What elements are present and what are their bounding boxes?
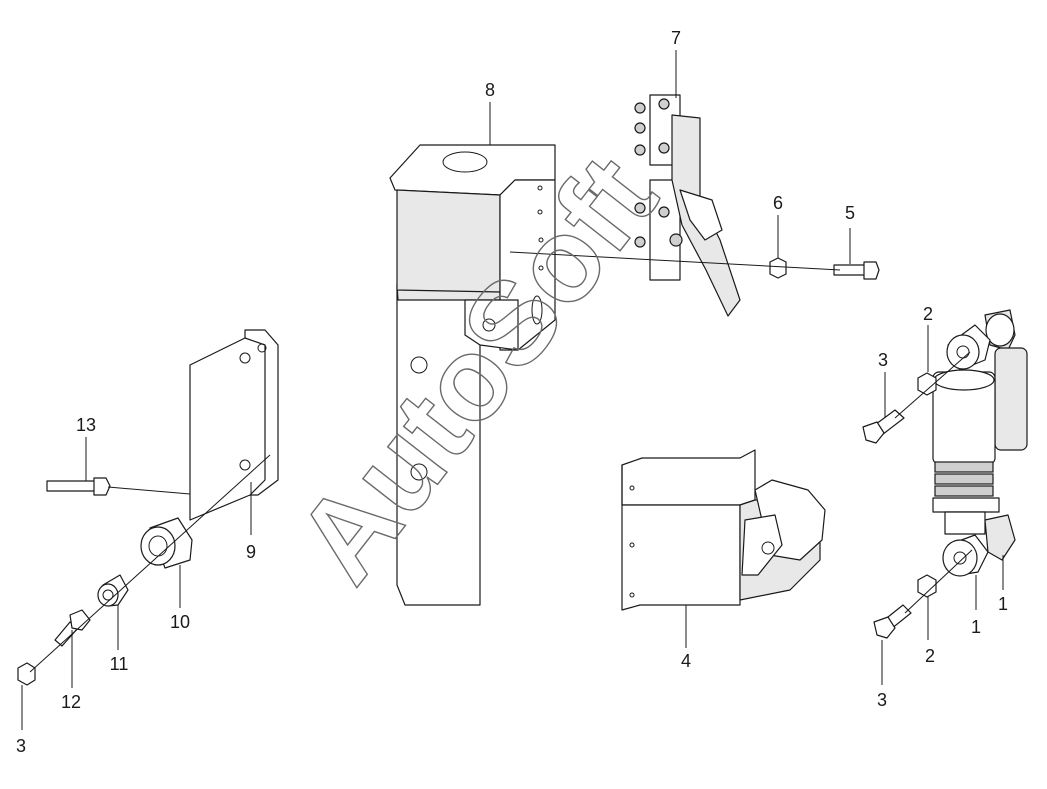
callout-6: 6 [773,193,783,213]
part-6-nut [769,257,787,279]
part-5-bolt [833,261,880,280]
part-3-bolt-lower [873,604,912,639]
callout-3-upper: 3 [878,350,888,370]
part-4-bracket [621,449,826,611]
leader-lines [21,50,1004,730]
part-3-bolt-upper [862,409,905,444]
part-10-bushing [140,517,193,569]
part-8-bracket [389,144,556,606]
callout-10: 10 [170,612,190,632]
callout-11: 11 [110,654,129,674]
callout-1-right: 1 [998,594,1008,614]
assembly-lines [29,251,973,673]
part-9-plate [189,329,279,521]
callout-3-left: 3 [16,736,26,756]
part-11-bushing [97,574,129,607]
callout-7: 7 [671,28,681,48]
callout-2-lower: 2 [925,646,935,666]
part-12-bolt [54,609,91,647]
part-7-latch-assembly [634,94,741,317]
callout-13: 13 [76,415,96,435]
part-2-nut-upper [917,372,937,396]
part-1-shock-absorber [932,309,1028,577]
part-2-nut-lower [917,574,937,598]
part-13-bolt [46,477,111,496]
callout-12: 12 [61,692,81,712]
callout-1-left: 1 [971,617,981,637]
callout-2-upper: 2 [923,304,933,324]
callout-8: 8 [485,80,495,100]
part-3-nut-left [17,662,36,686]
callout-4: 4 [681,651,691,671]
callout-9: 9 [246,542,256,562]
callout-5: 5 [845,203,855,223]
callout-3-lower: 3 [877,690,887,710]
